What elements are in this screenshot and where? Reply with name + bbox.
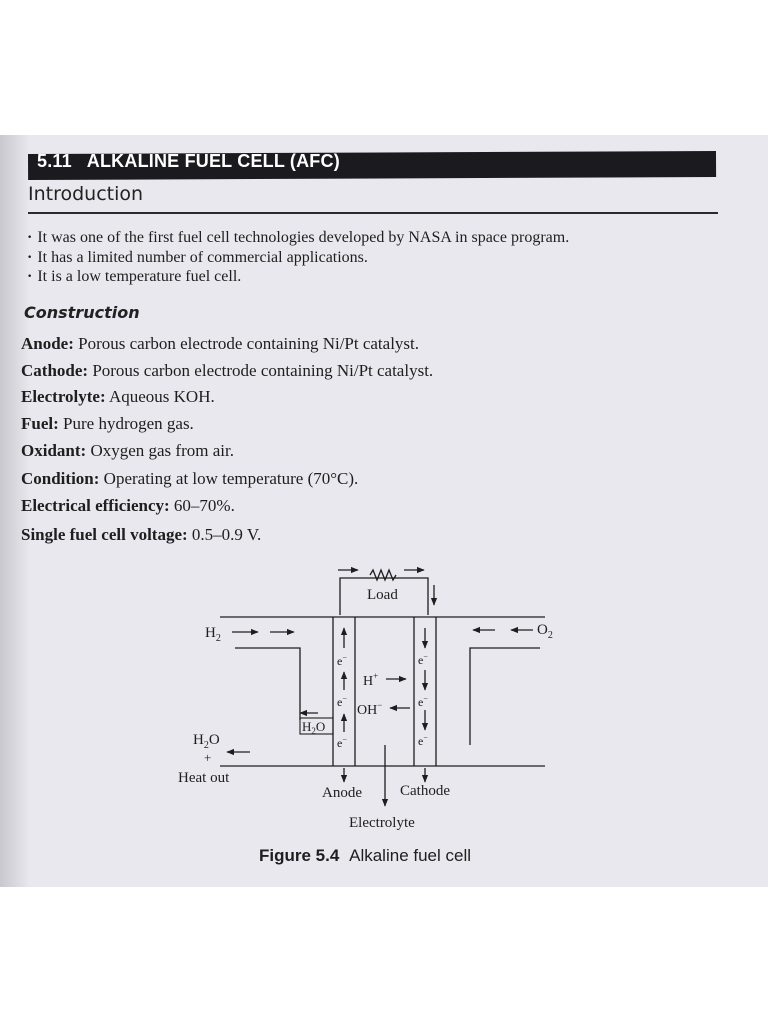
electron-label-anode-1: e− (337, 653, 347, 668)
oh-minus-label: OH− (357, 700, 382, 718)
spec-oxidant: Oxidant: Oxygen gas from air. (21, 441, 234, 461)
intro-bullet-3: ·It is a low temperature fuel cell. (27, 268, 242, 285)
spec-label: Oxidant: (21, 441, 87, 460)
spec-label: Cathode: (21, 361, 89, 380)
spec-fuel: Fuel: Pure hydrogen gas. (21, 414, 194, 434)
electrolyte-label: Electrolyte (349, 815, 415, 831)
figure-number: Figure 5.4 (259, 846, 340, 865)
intro-bullet-1: ·It was one of the first fuel cell techn… (27, 229, 570, 246)
spec-value: 0.5–0.9 V. (191, 525, 262, 544)
spec-label: Fuel: (21, 414, 59, 433)
cathode-label: Cathode (400, 783, 450, 799)
electron-label-cathode-1: e− (418, 652, 428, 667)
spec-value: 60–70%. (173, 496, 235, 515)
spec-value: Pure hydrogen gas. (63, 414, 194, 433)
spec-value: Oxygen gas from air. (90, 441, 234, 460)
section-title-text: ALKALINE FUEL CELL (AFC) (86, 151, 340, 171)
h-plus-label: H+ (363, 671, 378, 689)
spec-anode: Anode: Porous carbon electrode containin… (21, 334, 419, 354)
spec-value: Operating at low temperature (70°C). (103, 469, 359, 488)
h2o-inner-box (299, 717, 334, 735)
electron-label-anode-2: e− (337, 694, 347, 709)
spec-label: Condition: (21, 469, 100, 488)
spec-electrical-efficiency: Electrical efficiency: 60–70%. (21, 496, 235, 516)
spec-electrolyte: Electrolyte: Aqueous KOH. (21, 387, 215, 407)
intro-bullet-2: ·It has a limited number of commercial a… (27, 249, 368, 266)
introduction-rule (28, 212, 718, 214)
load-label: Load (367, 587, 398, 603)
heat-out-label: Heat out (178, 770, 230, 786)
figure-caption-text: Alkaline fuel cell (349, 846, 472, 865)
intro-bullet-text: It has a limited number of commercial ap… (37, 249, 368, 266)
spec-condition: Condition: Operating at low temperature … (21, 469, 358, 489)
o2-inlet-label: O2 (537, 622, 553, 641)
section-number: 5.11 (37, 151, 72, 171)
spec-label: Electrolyte: (21, 387, 106, 406)
h2-inlet-label: H2 (205, 625, 221, 644)
load-box (339, 577, 429, 615)
h2o-inner-label: H2O (302, 719, 325, 736)
spec-label: Anode: (21, 334, 74, 353)
intro-bullet-text: It is a low temperature fuel cell. (37, 268, 242, 285)
electron-label-cathode-2: e− (418, 694, 428, 709)
section-title: 5.11 ALKALINE FUEL CELL (AFC) (37, 151, 340, 172)
spec-value: Porous carbon electrode containing Ni/Pt… (78, 334, 420, 353)
figure-caption: Figure 5.4 Alkaline fuel cell (259, 846, 471, 866)
introduction-heading: Introduction (28, 183, 144, 205)
electron-label-anode-3: e− (337, 735, 347, 750)
construction-heading: Construction (24, 303, 140, 322)
spec-label: Electrical efficiency: (21, 496, 170, 515)
hydrogen-channel (235, 647, 301, 720)
intro-bullet-text: It was one of the first fuel cell techno… (37, 229, 570, 246)
spec-value: Porous carbon electrode containing Ni/Pt… (92, 361, 434, 380)
anode-label: Anode (322, 785, 362, 801)
h2o-outlet-label: H2O (193, 732, 220, 751)
spec-label: Single fuel cell voltage: (21, 525, 188, 544)
spec-cathode: Cathode: Porous carbon electrode contain… (21, 361, 433, 381)
spec-cell-voltage: Single fuel cell voltage: 0.5–0.9 V. (21, 525, 261, 545)
plus-label: + (204, 750, 211, 765)
electron-label-cathode-3: e− (418, 733, 428, 748)
spec-value: Aqueous KOH. (108, 387, 215, 406)
oxygen-channel (469, 647, 540, 745)
